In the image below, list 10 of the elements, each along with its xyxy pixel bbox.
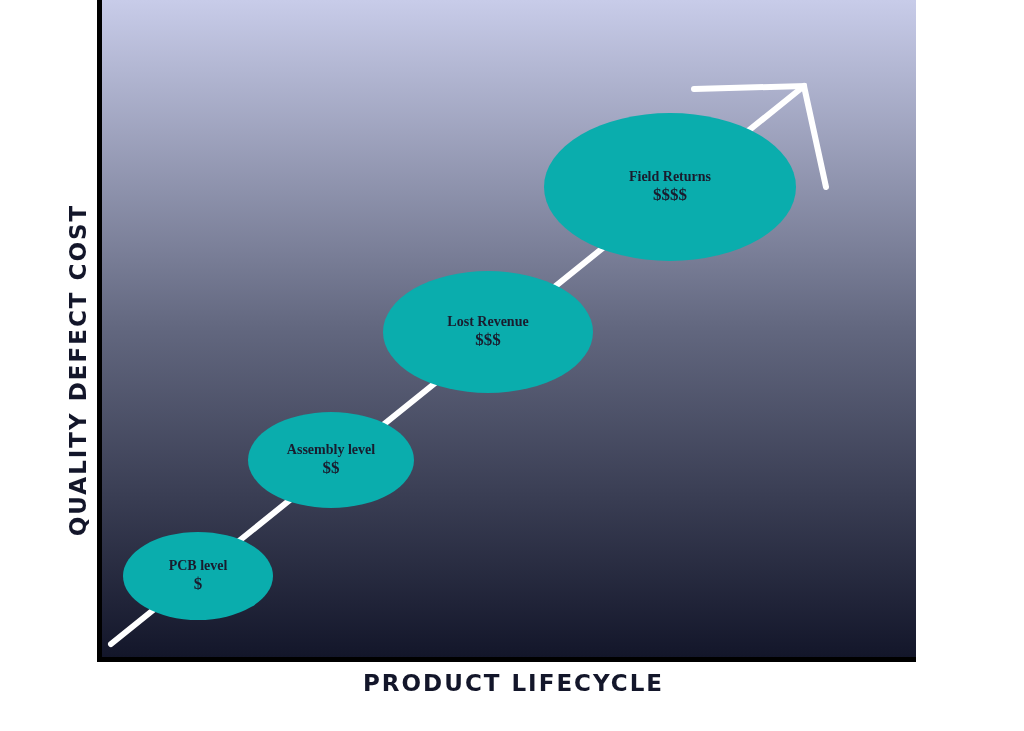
- y-axis-title: QUALITY DEFECT COST: [65, 203, 92, 537]
- cost-label: $$: [322, 458, 340, 478]
- stage-label: Lost Revenue: [447, 314, 529, 331]
- stage-label: Assembly level: [286, 442, 376, 459]
- stage-label: Field Returns: [628, 169, 712, 186]
- cost-label: $$$: [475, 330, 501, 350]
- stage-label: PCB level: [168, 558, 228, 575]
- cost-label: $: [193, 574, 203, 594]
- cost-label: $$$$: [653, 185, 687, 205]
- x-axis-title: PRODUCT LIFECYCLE: [363, 670, 665, 696]
